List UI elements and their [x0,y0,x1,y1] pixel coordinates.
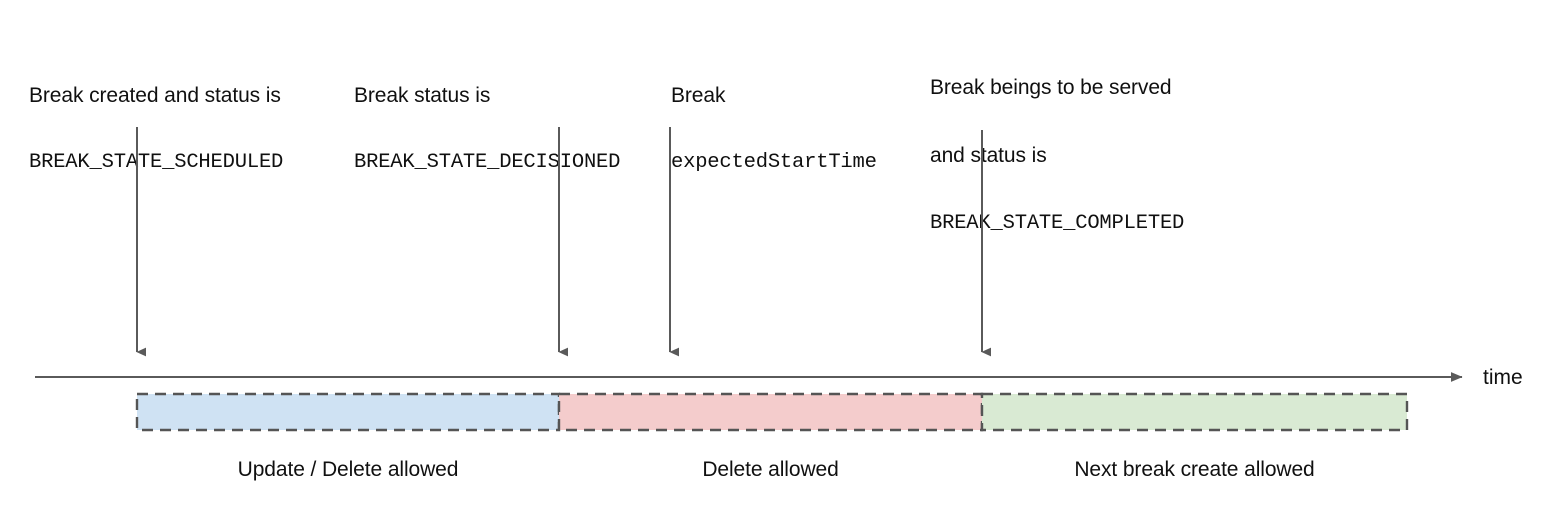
annotation-line: and status is [930,144,1047,168]
annotation-break-completed: Break beings to be served and status is … [930,32,1184,280]
annotation-break-decisioned: Break status is BREAK_STATE_DECISIONED [354,40,620,219]
annotation-line: Break status is [354,83,491,107]
annotation-state-name: expectedStartTime [671,151,877,175]
annotation-break-created-scheduled: Break created and status is BREAK_STATE_… [29,40,283,219]
annotation-state-name: BREAK_STATE_SCHEDULED [29,151,284,175]
phase-caption-delete-allowed: Delete allowed [702,458,839,481]
phase-band-next-break-create-allowed [980,392,1409,432]
annotation-state-name: BREAK_STATE_COMPLETED [930,212,1185,236]
annotation-line: Break [671,83,726,107]
phase-caption-update-delete-allowed: Update / Delete allowed [237,458,459,481]
annotation-line: Break created and status is [29,83,281,107]
time-axis-label: time [1483,366,1523,389]
annotation-line: Break beings to be served [930,75,1172,99]
annotation-state-name: BREAK_STATE_DECISIONED [354,151,621,175]
annotation-break-expected-start-time: Break expectedStartTime [671,40,877,219]
phase-band-delete-allowed [557,392,984,432]
phase-band-update-delete-allowed [135,392,561,432]
phase-caption-next-break-create-allowed: Next break create allowed [1074,458,1315,481]
